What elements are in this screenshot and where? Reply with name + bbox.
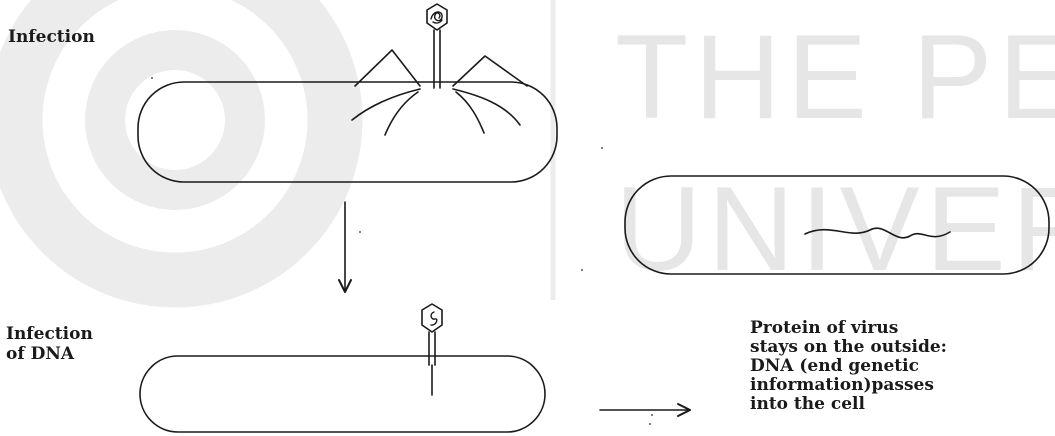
watermark-logo-inner [85, 30, 265, 210]
phage-head-bottom [421, 303, 443, 333]
phage-head-top [426, 3, 448, 31]
bacterium-top [137, 81, 558, 183]
phage-dna-coil-bottom [430, 311, 438, 326]
label-infection-of-dna-line2: of DNA [6, 344, 75, 364]
phage-attached [351, 3, 528, 136]
watermark-line2: UNIVER [615, 162, 1055, 296]
right-arrow [599, 403, 691, 417]
bacterium-right [624, 175, 1050, 275]
phage-injecting [421, 303, 443, 396]
bacterium-bottom [139, 355, 546, 433]
label-infection: Infection [8, 27, 95, 47]
down-arrow [338, 201, 352, 293]
label-infection-of-dna-line1: Infection [6, 324, 93, 344]
result-line-4: information)passes [750, 375, 934, 395]
watermark-line1: THE PEO [615, 10, 1055, 144]
specks [151, 77, 653, 425]
result-line-2: stays on the outside: [750, 337, 947, 357]
viral-dna-inside [804, 227, 951, 239]
result-line-5: into the cell [750, 394, 865, 414]
phage-dna-coil-top [430, 11, 443, 24]
watermark: THE PEO UNIVER [0, 0, 1055, 308]
tail-fiber-right [452, 55, 528, 87]
watermark-logo-ring [0, 0, 363, 308]
result-line-3: DNA (end genetic [750, 356, 919, 376]
injected-dna-top [351, 88, 521, 136]
tail-fiber-left [354, 49, 421, 87]
result-line-1: Protein of virus [750, 318, 899, 338]
result-description: Protein of virus stays on the outside: D… [750, 319, 947, 414]
